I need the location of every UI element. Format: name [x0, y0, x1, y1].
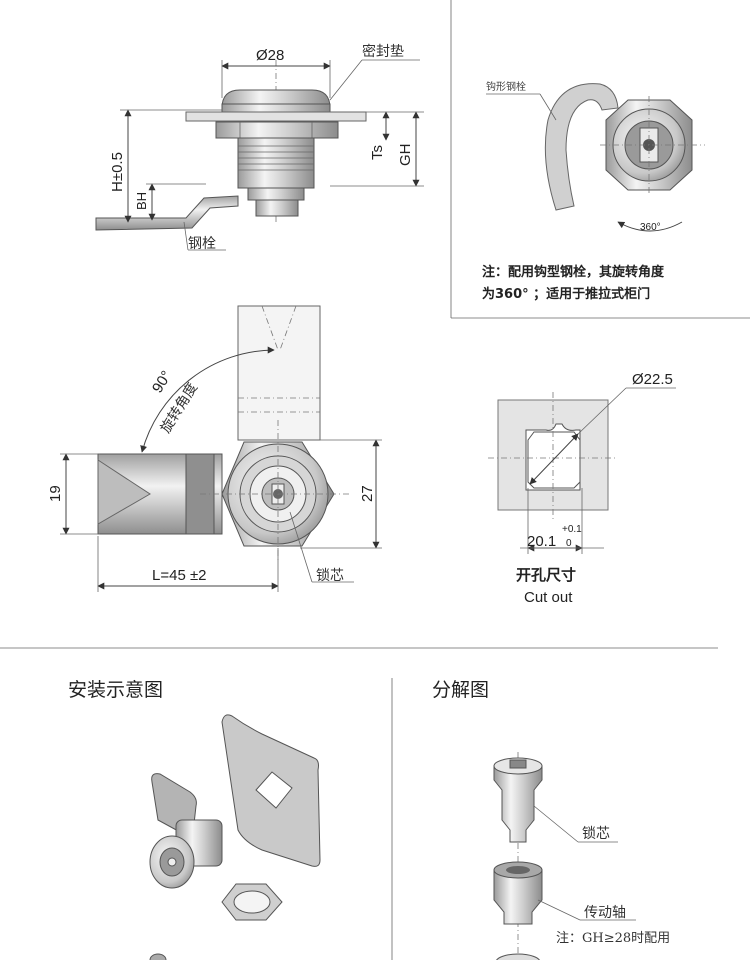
hook-latch-label: 钩形钢栓	[486, 80, 526, 93]
gh-note-label: 注：GH≥28时配用	[556, 931, 670, 946]
installation-drawing	[149, 714, 321, 960]
hook-note-line2: 为360° ；适用于推拉式柜门	[482, 286, 650, 302]
hook-latch-drawing	[486, 83, 705, 232]
dim-ts: Ts	[369, 145, 386, 160]
cutout-title-en: Cut out	[524, 589, 573, 606]
hook-note-panel-frame	[450, 0, 750, 319]
angle-360-label: 360°	[640, 222, 661, 233]
cutout-drawing	[488, 387, 676, 554]
exploded-view-title: 分解图	[432, 679, 489, 701]
tolerance-zero: 0	[566, 538, 572, 549]
dim-19: 19	[47, 485, 64, 502]
cutout-title-cn: 开孔尺寸	[516, 566, 576, 584]
dim-bh: BH	[134, 192, 149, 210]
dim-gh: GH	[397, 144, 414, 167]
dim-length: L=45 ±2	[152, 567, 207, 584]
hook-note-line1: 注：配用钩型钢栓，其旋转角度	[482, 264, 665, 280]
seal-gasket-label: 密封垫	[362, 43, 404, 60]
exploded-drawing	[493, 752, 636, 960]
dim-diameter-28: Ø28	[256, 47, 284, 64]
angle-90-label: 90°	[149, 368, 175, 396]
tolerance-plus: +0.1	[562, 524, 582, 535]
side-view-drawing	[95, 59, 424, 251]
drive-shaft-label: 传动轴	[584, 905, 626, 921]
dim-27: 27	[359, 485, 376, 502]
front-view-drawing	[60, 305, 382, 592]
dim-h-tolerance: H±0.5	[109, 152, 126, 192]
lock-core-label: 锁芯	[316, 568, 344, 584]
dim-diameter-22-5: Ø22.5	[632, 371, 673, 388]
install-diagram-title: 安装示意图	[68, 679, 163, 701]
steel-latch-label: 钢栓	[188, 236, 216, 252]
exploded-lock-core-label: 锁芯	[582, 826, 610, 842]
dim-20-1: 20.1	[527, 533, 556, 550]
